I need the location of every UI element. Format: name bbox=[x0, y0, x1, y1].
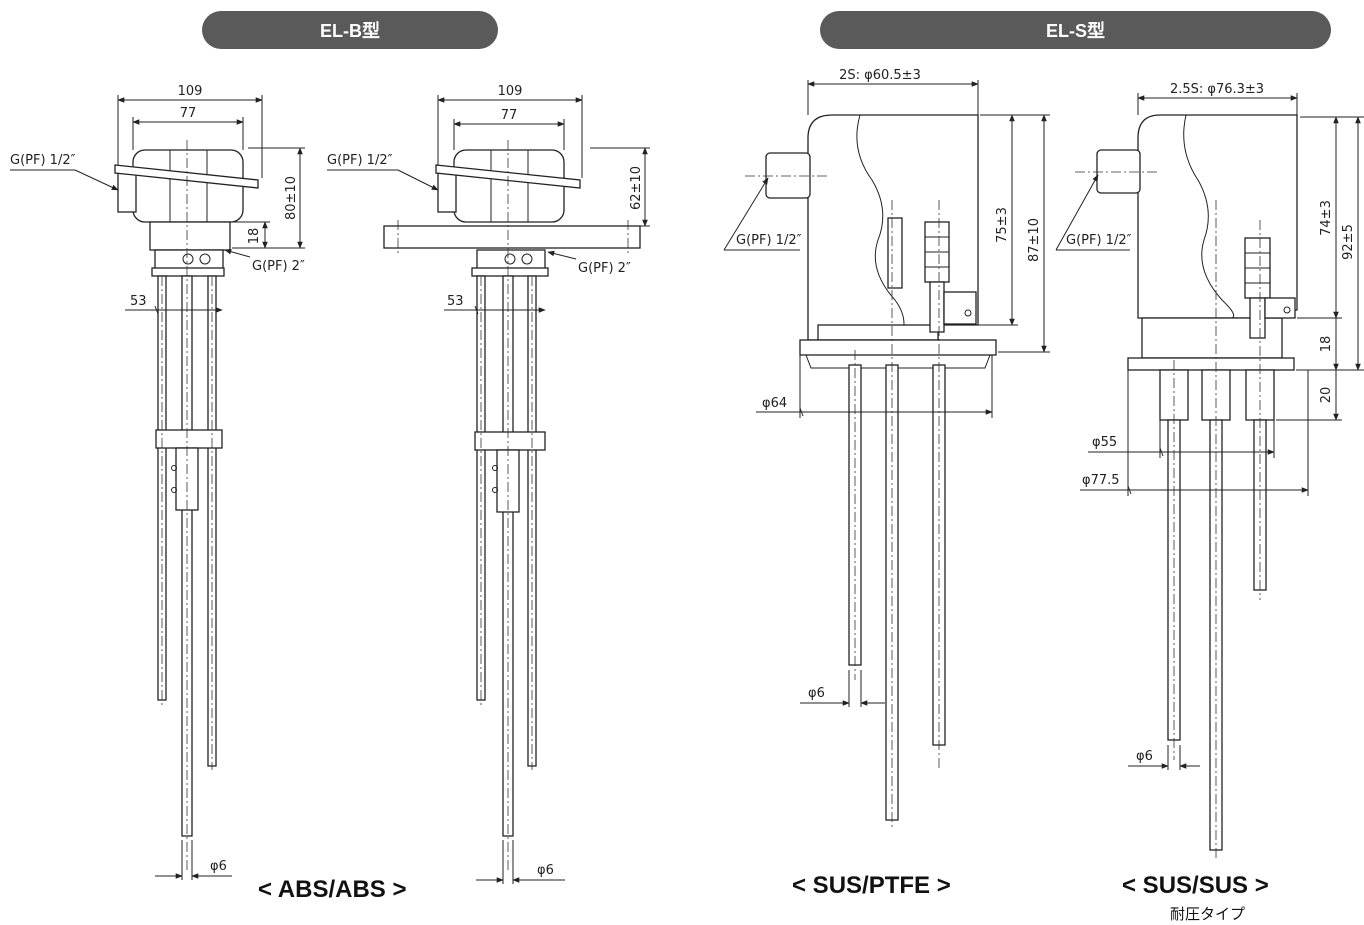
dim-75: 75±3 bbox=[995, 207, 1010, 243]
dim-62: 62±10 bbox=[629, 166, 644, 210]
dim-109-a: 109 bbox=[178, 84, 203, 99]
dim-phi6-b: φ6 bbox=[537, 863, 554, 878]
dim-18-b: 18 bbox=[1319, 336, 1334, 353]
drawing-elb-1: 109 77 G(PF) 1/2″ 80±10 18 G(PF) 2″ 53 φ… bbox=[10, 84, 305, 880]
header-el-b: EL-B型 bbox=[202, 11, 498, 49]
dim-phi775: φ77.5 bbox=[1082, 473, 1120, 488]
dim-phi64: φ64 bbox=[762, 396, 787, 411]
header-el-b-label: EL-B型 bbox=[320, 21, 380, 41]
dim-phi6-a: φ6 bbox=[210, 859, 227, 874]
dim-53-a: 53 bbox=[130, 294, 147, 309]
caption-abs: < ABS/ABS > bbox=[258, 876, 407, 903]
drawing-elb-2: 109 77 G(PF) 1/2″ 62±10 G(PF) 2″ 53 φ6 bbox=[327, 84, 650, 884]
dim-53-b: 53 bbox=[447, 294, 464, 309]
dim-gpf12-a: G(PF) 1/2″ bbox=[10, 153, 76, 168]
dim-87: 87±10 bbox=[1027, 218, 1042, 262]
dim-18-a: 18 bbox=[247, 228, 262, 245]
dim-92: 92±5 bbox=[1341, 224, 1356, 260]
caption-sus-sus: < SUS/SUS > bbox=[1122, 872, 1269, 899]
dim-77-a: 77 bbox=[180, 106, 197, 121]
dim-109-b: 109 bbox=[498, 84, 523, 99]
dim-2s: 2S: φ60.5±3 bbox=[839, 68, 921, 83]
dim-gpf2-b: G(PF) 2″ bbox=[578, 261, 631, 276]
dim-80-a: 80±10 bbox=[284, 176, 299, 220]
dim-phi6-c: φ6 bbox=[808, 686, 825, 701]
dim-20: 20 bbox=[1319, 387, 1334, 404]
dim-phi55: φ55 bbox=[1092, 435, 1117, 450]
dim-gpf12-c: G(PF) 1/2″ bbox=[736, 233, 802, 248]
dim-77-b: 77 bbox=[501, 108, 518, 123]
dim-25s: 2.5S: φ76.3±3 bbox=[1170, 82, 1264, 97]
caption-sus-sus-sub: 耐圧タイプ bbox=[1170, 905, 1246, 923]
dim-gpf2-a: G(PF) 2″ bbox=[252, 259, 305, 274]
dim-phi6-d: φ6 bbox=[1136, 749, 1153, 764]
header-el-s-label: EL-S型 bbox=[1045, 21, 1105, 41]
drawing-els-1: 2S: φ60.5±3 G(PF) 1/2″ 75±3 87±10 φ64 φ6 bbox=[723, 68, 1050, 830]
dim-74: 74±3 bbox=[1319, 200, 1334, 236]
drawing-els-2: 2.5S: φ76.3±3 G(PF) 1/2″ 74±3 18 20 92±5… bbox=[1055, 82, 1364, 860]
header-el-s: EL-S型 bbox=[820, 11, 1331, 49]
dim-gpf12-d: G(PF) 1/2″ bbox=[1066, 233, 1132, 248]
dim-gpf12-b: G(PF) 1/2″ bbox=[327, 153, 393, 168]
caption-sus-ptfe: < SUS/PTFE > bbox=[792, 872, 951, 899]
